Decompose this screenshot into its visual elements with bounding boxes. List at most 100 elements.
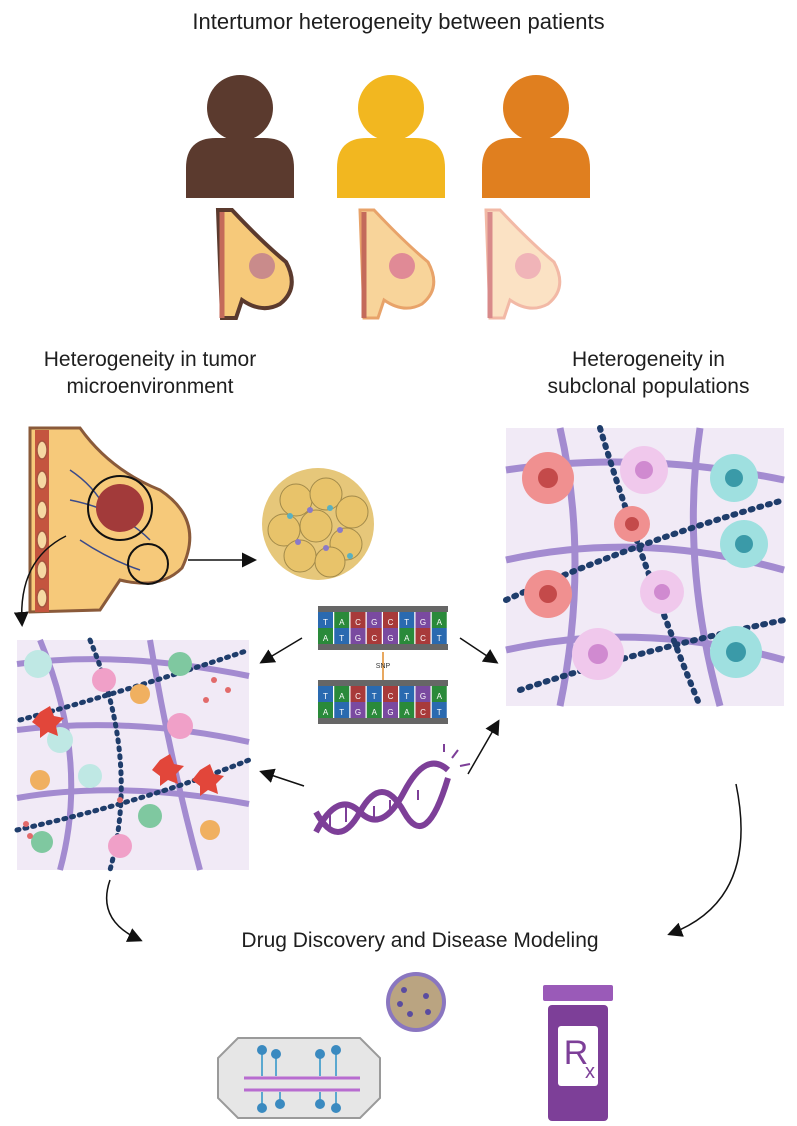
dna-base-bot1-5 — [399, 686, 415, 702]
patient-3-breast-icon — [484, 208, 562, 320]
dna-base-top1-5 — [399, 612, 415, 628]
dna-base-top1-3 — [366, 612, 382, 628]
dna-sequence-top — [318, 606, 448, 650]
drug-discovery-label: Drug Discovery and Disease Modeling — [241, 929, 599, 952]
dna-base-letter-bot2-1: T — [339, 708, 344, 717]
patient-1-breast-icon — [215, 208, 294, 320]
breast-tumor-icon — [28, 426, 192, 614]
dna-base-letter-top2-3: C — [371, 634, 377, 643]
dna-base-bot2-7 — [431, 702, 447, 718]
organ-on-chip-icon — [217, 1037, 381, 1119]
dna-base-letter-bot2-2: G — [355, 708, 361, 717]
dna-base-top1-4 — [383, 612, 398, 628]
dna-base-top2-6 — [415, 628, 431, 644]
dna-base-letter-bot2-6: C — [420, 708, 426, 717]
dna-base-top2-1 — [334, 628, 350, 644]
dna-base-letter-bot2-4: G — [387, 708, 393, 717]
arrow-subclonal-to-drug — [667, 783, 742, 937]
dna-base-letter-top1-7: A — [437, 618, 443, 627]
dna-base-bot2-5 — [399, 702, 415, 718]
dna-base-letter-bot2-7: T — [437, 708, 442, 717]
dna-base-letter-bot1-3: T — [372, 692, 377, 701]
dna-base-letter-top1-5: T — [404, 618, 409, 627]
dna-base-bot1-3 — [366, 686, 382, 702]
dna-base-letter-bot1-1: A — [339, 692, 345, 701]
dna-base-letter-top2-6: C — [420, 634, 426, 643]
patient-2-breast-icon — [358, 208, 436, 320]
dna-base-bot2-6 — [415, 702, 431, 718]
subclonal-label: Heterogeneity in subclonal populations — [500, 346, 797, 400]
dna-base-bot2-2 — [350, 702, 366, 718]
dna-base-letter-top2-0: A — [323, 634, 329, 643]
dna-base-top2-2 — [350, 628, 366, 644]
dna-base-top2-7 — [431, 628, 447, 644]
dna-base-bot1-1 — [334, 686, 350, 702]
dna-base-letter-bot1-4: C — [388, 692, 394, 701]
arrow-seq-to-tme — [259, 637, 303, 664]
dna-base-letter-top1-2: C — [355, 618, 361, 627]
dna-base-letter-top2-2: G — [355, 634, 361, 643]
dna-base-bot1-4 — [383, 686, 398, 702]
dna-base-letter-bot1-0: T — [323, 692, 328, 701]
pill-bottle-icon: R x — [543, 985, 613, 1121]
arrow-seq-to-subclonal — [459, 637, 499, 664]
arrow-tme-to-drug — [105, 879, 143, 942]
dna-base-bot2-4 — [383, 702, 398, 718]
dna-base-letter-bot1-7: A — [437, 692, 443, 701]
dna-base-bot1-7 — [431, 686, 447, 702]
dna-base-bot1-0 — [318, 686, 333, 702]
diagram-title: Intertumor heterogeneity between patient… — [192, 9, 605, 34]
dna-base-bot2-3 — [366, 702, 382, 718]
dna-base-letter-top1-1: A — [339, 618, 345, 627]
dna-base-letter-top2-1: T — [339, 634, 344, 643]
spheroid-icon — [262, 468, 374, 580]
dna-base-letter-bot2-0: A — [323, 708, 329, 717]
rx-label: R — [564, 1034, 589, 1072]
dna-base-letter-top1-3: G — [371, 618, 377, 627]
subclonal-panel — [503, 425, 787, 709]
dna-base-top1-0 — [318, 612, 333, 628]
dna-base-bot1-6 — [415, 686, 431, 702]
arrow-dna-to-tme — [259, 768, 305, 787]
dna-base-letter-top2-7: T — [437, 634, 442, 643]
dna-base-top1-2 — [350, 612, 366, 628]
dna-base-bot1-2 — [350, 686, 366, 702]
snp-label: SNP — [376, 663, 391, 670]
svg-text:x: x — [585, 1061, 595, 1083]
subclonal-label-line1: Heterogeneity in — [572, 348, 725, 371]
patient-3-person-icon — [482, 75, 590, 198]
dna-base-top2-4 — [383, 628, 398, 644]
dna-base-top2-3 — [366, 628, 382, 644]
dna-base-bot2-0 — [318, 702, 333, 718]
dna-base-letter-top1-6: G — [420, 618, 426, 627]
patient-1-person-icon — [186, 75, 294, 198]
dna-base-letter-bot1-5: T — [404, 692, 409, 701]
dna-base-top1-1 — [334, 612, 350, 628]
tme-label-line1: Heterogeneity in tumor — [43, 348, 257, 371]
dna-base-top2-0 — [318, 628, 333, 644]
dna-base-letter-bot2-5: A — [404, 708, 410, 717]
dna-base-top2-5 — [399, 628, 415, 644]
patient-2-person-icon — [337, 75, 445, 198]
arrow-dna-to-subclonal — [467, 719, 500, 775]
organoid-icon — [386, 972, 446, 1032]
dna-base-letter-top1-0: T — [323, 618, 328, 627]
dna-base-top1-6 — [415, 612, 431, 628]
dna-base-top1-7 — [431, 612, 447, 628]
dna-base-letter-bot1-6: G — [420, 692, 426, 701]
tme-label-line2: microenvironment — [66, 375, 234, 398]
tme-panel — [14, 637, 252, 873]
dna-base-letter-bot2-3: A — [372, 708, 378, 717]
tme-label: Heterogeneity in tumor microenvironment — [0, 346, 300, 400]
dna-sequence-bottom — [318, 680, 448, 724]
arrows — [13, 535, 742, 942]
subclonal-label-line2: subclonal populations — [547, 375, 750, 398]
dna-base-letter-top2-4: G — [387, 634, 393, 643]
dna-base-letter-top2-5: A — [404, 634, 410, 643]
dna-helix-icon — [313, 744, 471, 835]
dna-base-bot2-1 — [334, 702, 350, 718]
dna-base-letter-top1-4: C — [388, 618, 394, 627]
dna-base-letter-bot1-2: C — [355, 692, 361, 701]
